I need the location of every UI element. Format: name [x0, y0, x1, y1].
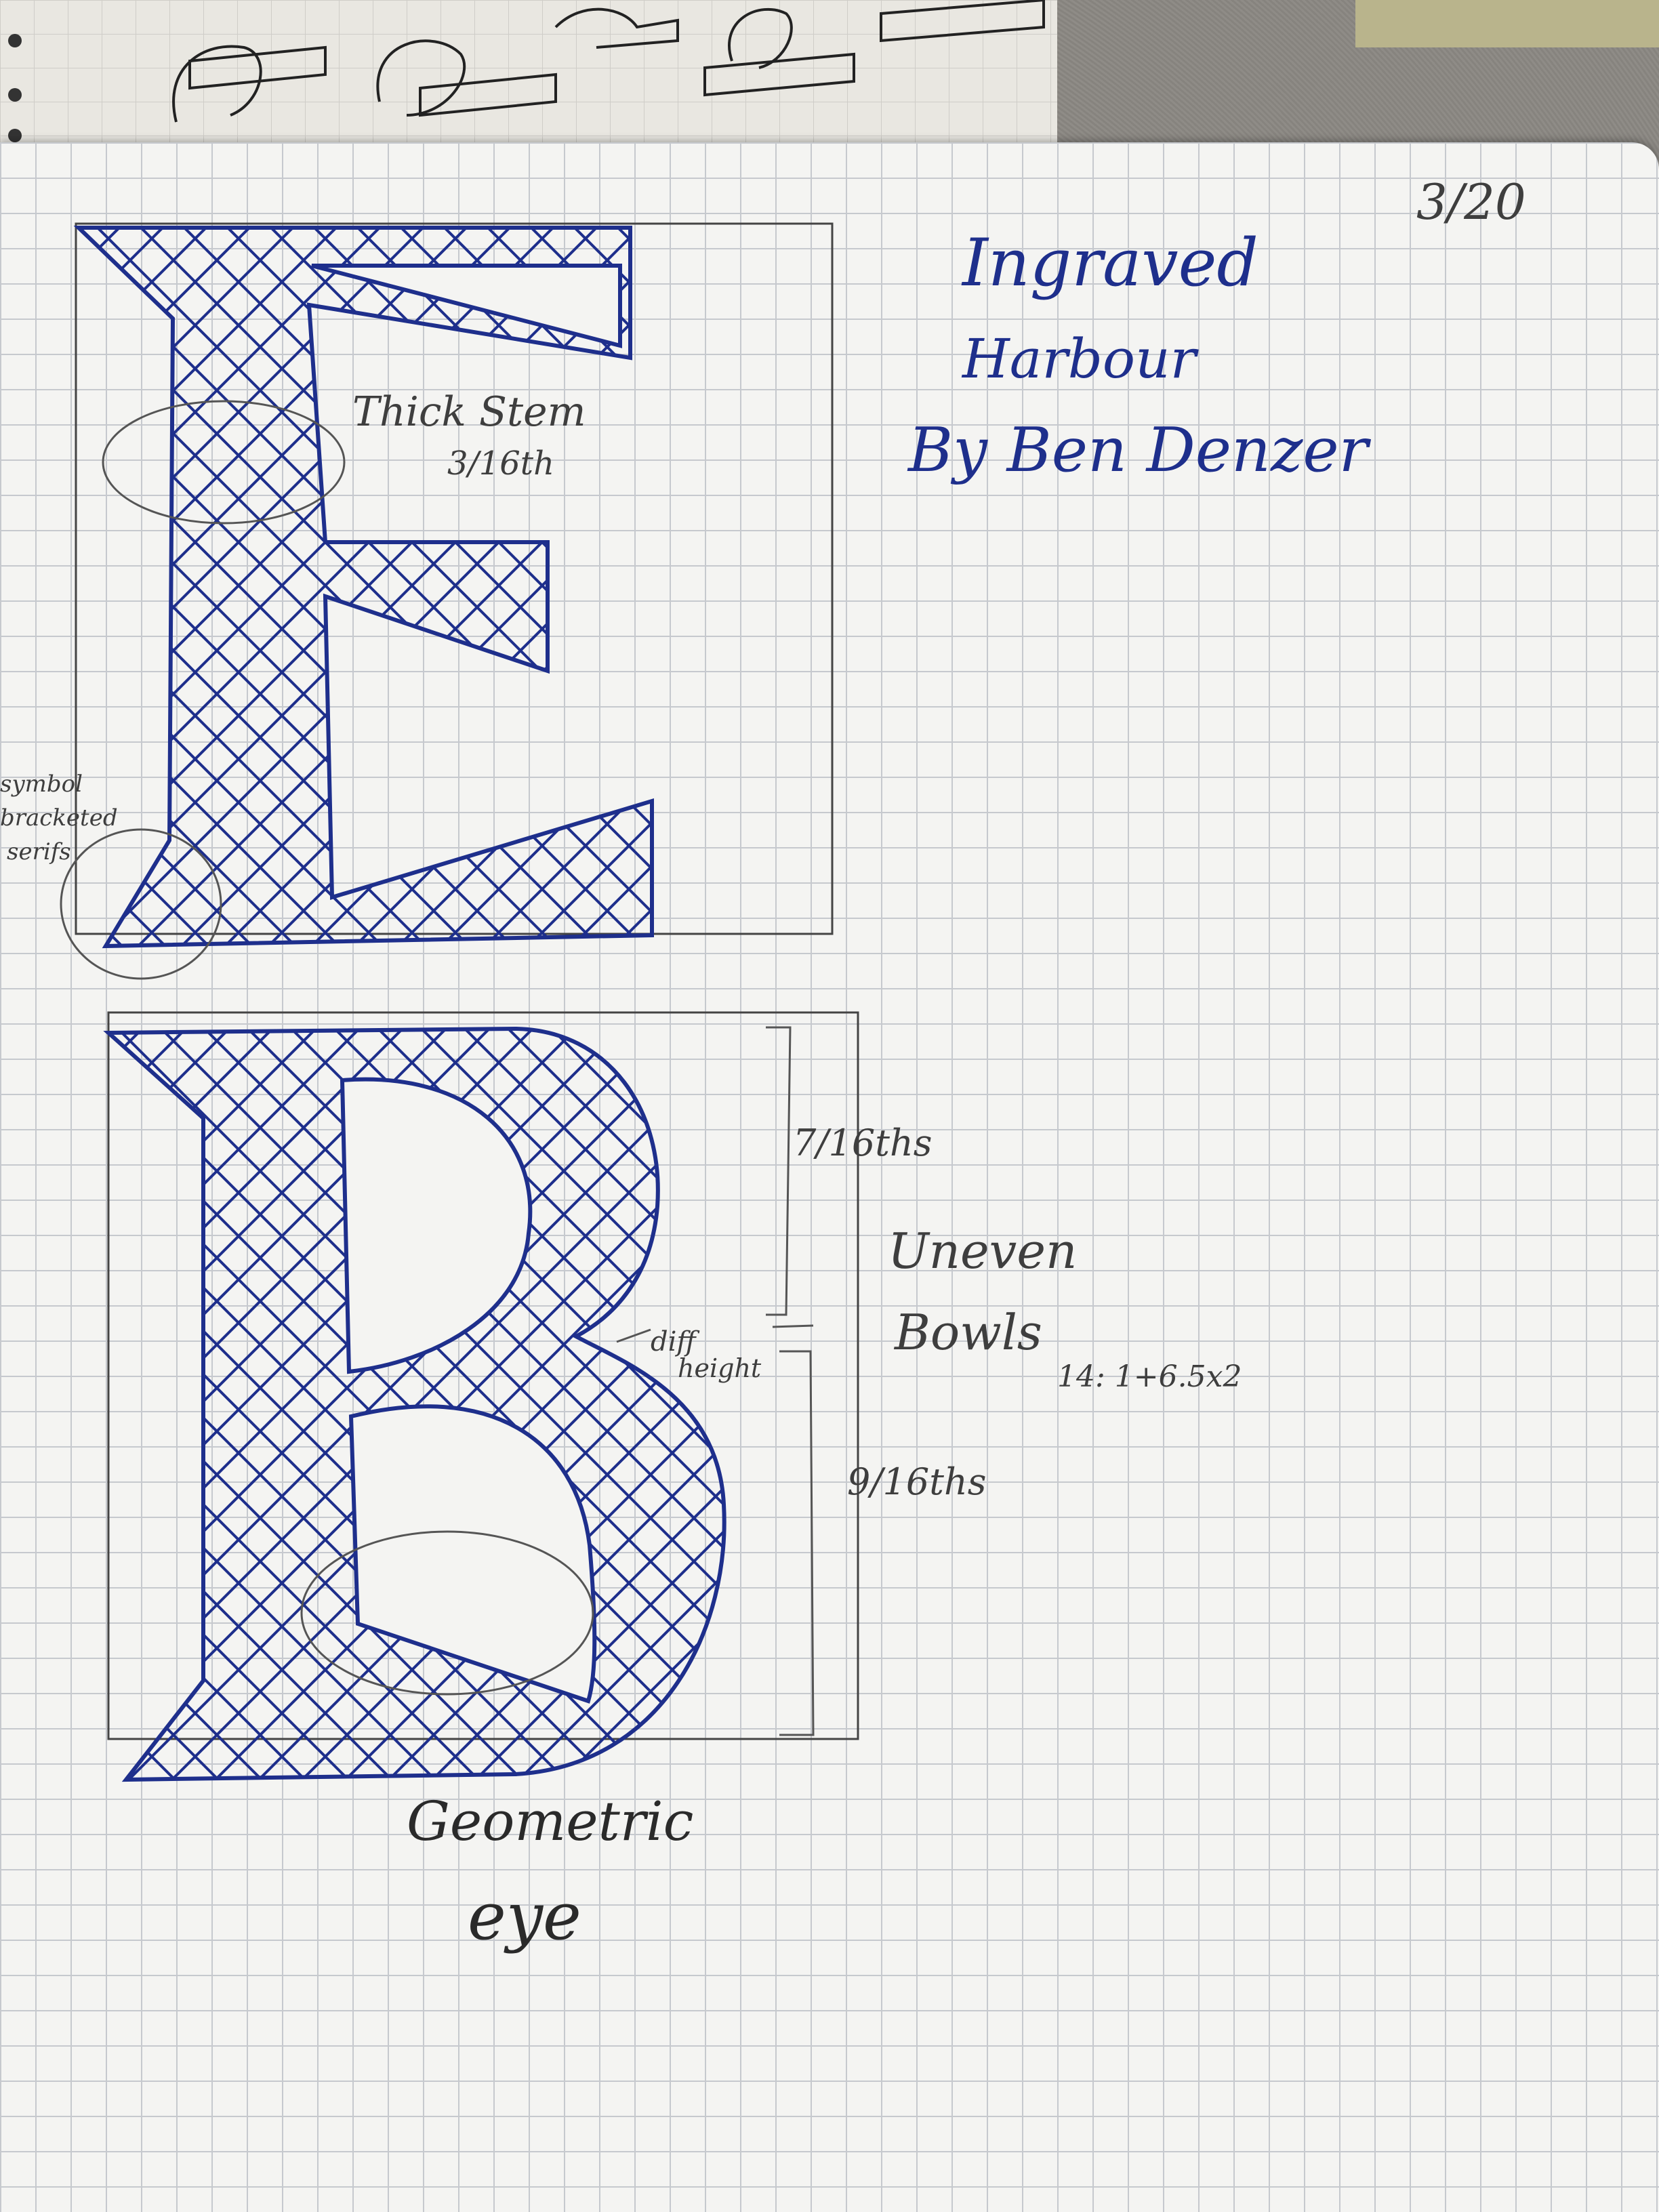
uneven-label: Uneven — [888, 1223, 1078, 1279]
notebook-spiral — [8, 34, 22, 142]
b-lower-counter — [348, 1404, 597, 1704]
serif-note-1: symbol — [0, 771, 83, 798]
background-sketch-drawing — [172, 0, 1045, 123]
serif-note-3: serifs — [7, 838, 71, 865]
title-line-1: Ingraved — [962, 225, 1258, 301]
olive-object — [1355, 0, 1659, 47]
geometric-eye-guide — [300, 1530, 594, 1696]
geometric-label: Geometric — [407, 1790, 694, 1853]
diff-label: diff — [651, 1326, 696, 1357]
e-top-arm-counter — [311, 264, 622, 348]
letter-b — [103, 1026, 726, 1782]
eye-label: eye — [468, 1879, 581, 1954]
lower-bowl-size: 9/16ths — [847, 1460, 987, 1503]
author-line: By Ben Denzer — [908, 415, 1368, 486]
lower-dimension-line — [779, 1350, 815, 1736]
b-upper-counter — [340, 1077, 533, 1374]
serif-note-2: bracketed — [0, 804, 118, 832]
bowls-label: Bowls — [895, 1304, 1042, 1361]
upper-bowl-size: 7/16ths — [793, 1122, 933, 1164]
height-label: height — [678, 1353, 762, 1383]
title-line-2: Harbour — [962, 327, 1196, 390]
diff-arrow — [616, 1328, 651, 1343]
serif-callout-circle — [60, 828, 222, 980]
date-label: 3/20 — [1416, 173, 1526, 230]
upper-dimension-line — [766, 1026, 792, 1316]
background-sketch-sheet — [0, 0, 1057, 142]
e-stem — [73, 226, 654, 949]
calc-note: 14: 1+6.5x2 — [1057, 1359, 1242, 1394]
thick-stem-size: 3/16th — [447, 445, 554, 483]
letter-e — [73, 226, 654, 949]
mid-tick — [772, 1324, 814, 1328]
stem-callout-circle — [102, 400, 346, 525]
thick-stem-label: Thick Stem — [352, 388, 586, 436]
